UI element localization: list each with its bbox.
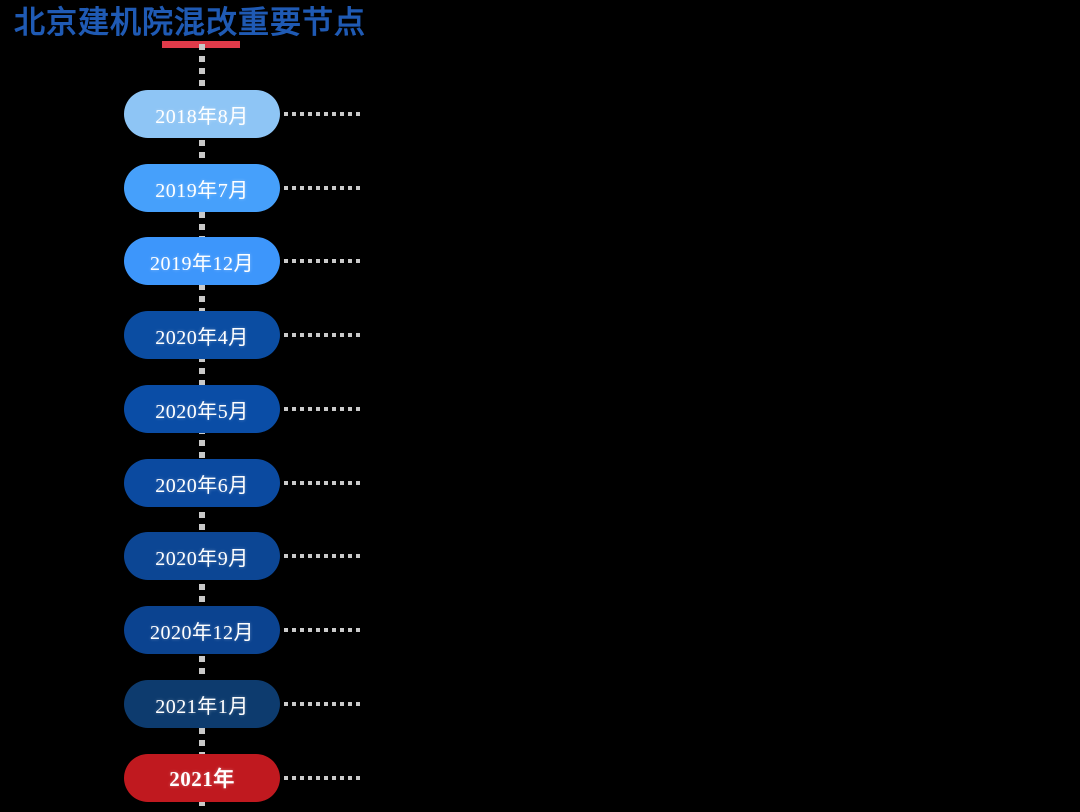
milestone-connector-dots xyxy=(284,481,362,485)
milestone-connector-dots xyxy=(284,407,362,411)
milestone-connector-dots xyxy=(284,333,362,337)
milestone-connector-dots xyxy=(284,628,362,632)
milestone-connector-dots xyxy=(284,702,362,706)
milestone-label: 2021年 xyxy=(169,767,235,791)
milestone-pill-1[interactable]: 2018年8月 xyxy=(124,90,280,138)
milestone-pill-9[interactable]: 2021年1月 xyxy=(124,680,280,728)
milestone-label: 2020年9月 xyxy=(155,547,249,570)
timeline-milestone-row: 2018年8月 xyxy=(0,90,1080,138)
milestone-pill-8[interactable]: 2020年12月 xyxy=(124,606,280,654)
timeline-milestone-row: 2020年4月 xyxy=(0,311,1080,359)
milestone-label: 2018年8月 xyxy=(155,105,249,128)
milestone-pill-5[interactable]: 2020年5月 xyxy=(124,385,280,433)
milestone-pill-10[interactable]: 2021年 xyxy=(124,754,280,802)
page-title: 北京建机院混改重要节点 xyxy=(14,5,366,40)
milestone-label: 2019年7月 xyxy=(155,179,249,202)
timeline-milestone-row: 2019年12月 xyxy=(0,237,1080,285)
timeline-milestone-row: 2021年 xyxy=(0,754,1080,802)
milestone-pill-4[interactable]: 2020年4月 xyxy=(124,311,280,359)
milestone-connector-dots xyxy=(284,186,362,190)
timeline-milestone-row: 2020年5月 xyxy=(0,385,1080,433)
timeline-milestone-row: 2020年12月 xyxy=(0,606,1080,654)
milestone-connector-dots xyxy=(284,112,362,116)
milestone-label: 2020年5月 xyxy=(155,400,249,423)
timeline-milestone-row: 2020年6月 xyxy=(0,459,1080,507)
timeline-milestone-row: 2021年1月 xyxy=(0,680,1080,728)
milestone-label: 2020年6月 xyxy=(155,474,249,497)
milestone-connector-dots xyxy=(284,776,362,780)
milestone-label: 2020年12月 xyxy=(150,621,254,644)
milestone-pill-6[interactable]: 2020年6月 xyxy=(124,459,280,507)
milestone-pill-3[interactable]: 2019年12月 xyxy=(124,237,280,285)
milestone-connector-dots xyxy=(284,259,362,263)
milestone-label: 2021年1月 xyxy=(155,695,249,718)
milestone-pill-2[interactable]: 2019年7月 xyxy=(124,164,280,212)
milestone-connector-dots xyxy=(284,554,362,558)
timeline-milestone-row: 2020年9月 xyxy=(0,532,1080,580)
milestone-label: 2020年4月 xyxy=(155,326,249,349)
milestone-label: 2019年12月 xyxy=(150,252,254,275)
milestone-pill-7[interactable]: 2020年9月 xyxy=(124,532,280,580)
timeline-milestone-row: 2019年7月 xyxy=(0,164,1080,212)
